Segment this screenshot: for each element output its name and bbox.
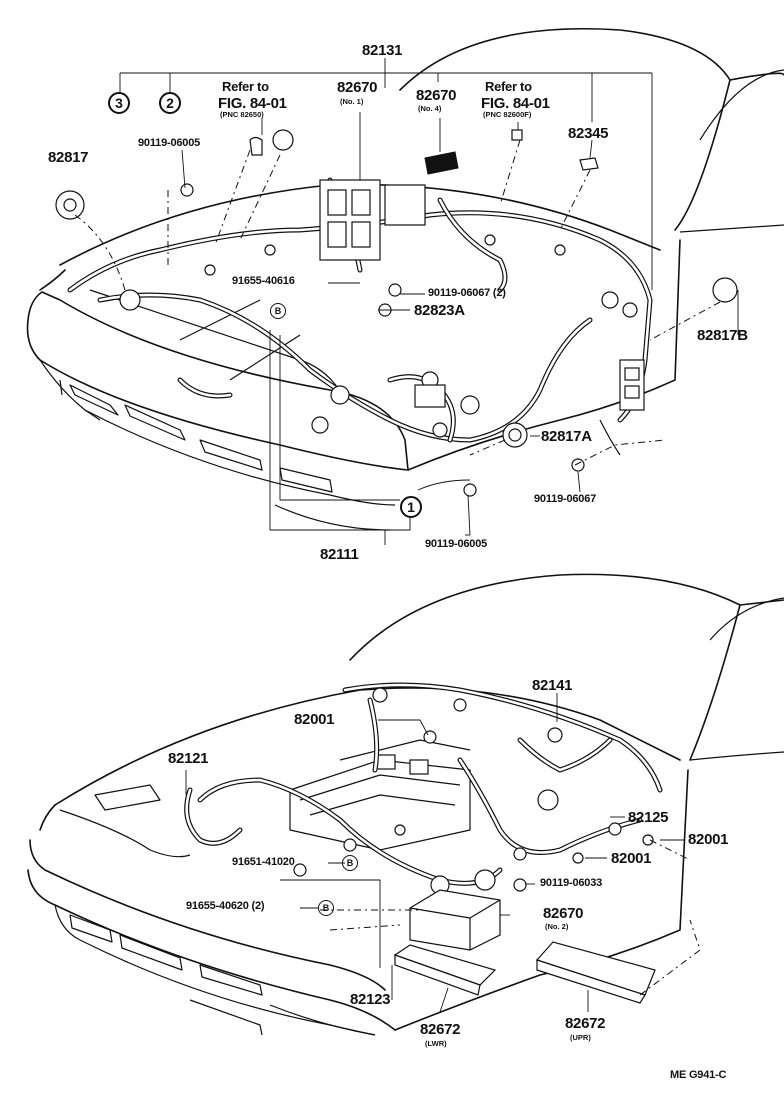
label-82672-lwr: 82672 <box>420 1021 461 1038</box>
label-91655-40616: 91655-40616 <box>232 275 295 287</box>
label-91651-41020: 91651-41020 <box>232 856 295 868</box>
label-82131: 82131 <box>362 42 403 59</box>
label-82672-upr: 82672 <box>565 1015 606 1032</box>
label-82670-no1-sub: (No. 1) <box>340 97 364 106</box>
callout-2: 2 <box>159 92 181 114</box>
callout-1: 1 <box>400 496 422 518</box>
label-82125: 82125 <box>628 809 669 826</box>
refer-left-line1: Refer to <box>222 79 269 94</box>
bottom-wire-harness <box>184 682 663 1004</box>
label-90119-06005-b: 90119-06005 <box>425 538 488 550</box>
label-82001-c: 82001 <box>611 850 652 867</box>
refer-left-line2: FIG. 84-01 <box>218 95 287 112</box>
figure-code: ME G941-C <box>670 1069 727 1081</box>
label-82121: 82121 <box>168 750 209 767</box>
label-82817B: 82817B <box>697 327 748 344</box>
refer-right-line2: FIG. 84-01 <box>481 95 550 112</box>
label-82670-no2-sub: (No. 2) <box>545 922 569 931</box>
label-82123: 82123 <box>350 991 391 1008</box>
label-82111: 82111 <box>320 546 359 563</box>
label-82670-no4-sub: (No. 4) <box>418 104 442 113</box>
label-90119-06067-2: 90119-06067 (2) <box>428 287 506 299</box>
label-82001-a: 82001 <box>294 711 335 728</box>
label-82670-no1: 82670 <box>337 79 378 96</box>
b-marker-2: B <box>342 855 358 871</box>
label-82672-lwr-sub: (LWR) <box>425 1039 447 1048</box>
refer-right-pnc: (PNC 82600F) <box>483 110 532 119</box>
label-90119-06067: 90119-06067 <box>534 493 597 505</box>
top-car-body <box>26 27 784 531</box>
refer-right-line1: Refer to <box>485 79 532 94</box>
label-82670-no4: 82670 <box>416 87 457 104</box>
label-90119-06033: 90119-06033 <box>540 877 603 889</box>
label-91655-40620-2: 91655-40620 (2) <box>186 900 265 912</box>
refer-left-pnc: (PNC 82650) <box>220 110 264 119</box>
top-wire-harness <box>55 129 738 497</box>
label-82823A: 82823A <box>414 302 465 319</box>
label-90119-06005-a: 90119-06005 <box>138 137 201 149</box>
label-82001-b: 82001 <box>688 831 729 848</box>
bottom-leader-lines <box>185 693 701 1013</box>
label-82672-upr-sub: (UPR) <box>570 1033 591 1042</box>
callout-3: 3 <box>108 92 130 114</box>
label-82141: 82141 <box>532 677 573 694</box>
top-leader-lines <box>74 58 739 545</box>
label-82817A: 82817A <box>541 428 592 445</box>
b-marker-3: B <box>318 900 334 916</box>
label-82345: 82345 <box>568 125 609 142</box>
label-82817: 82817 <box>48 149 89 166</box>
b-marker-1: B <box>270 303 286 319</box>
label-82670-no2: 82670 <box>543 905 584 922</box>
